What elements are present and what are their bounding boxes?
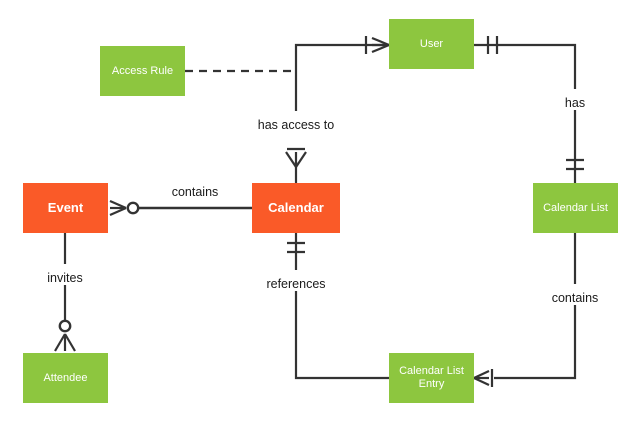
entity-calendar[interactable]: Calendar	[252, 183, 340, 233]
contains-event-calendar-text: contains	[171, 185, 219, 199]
invites-text: invites	[47, 271, 83, 285]
entity-user[interactable]: User	[389, 19, 474, 69]
entity-calendar-list-entry[interactable]: Calendar List Entry	[389, 353, 474, 403]
connector-calendar-references-lower	[294, 285, 389, 380]
relationship-label-has: has	[561, 96, 589, 110]
marker-calendar-list-entry-right-crowsfoot	[473, 370, 490, 386]
has-access-to-text: has access to	[257, 118, 335, 132]
entity-user-label: User	[419, 37, 444, 50]
relationship-label-contains-event-calendar: contains	[168, 185, 222, 199]
connector-calendarlist-entry-lower	[494, 299, 577, 380]
relationship-label-references: references	[263, 277, 329, 291]
relationship-label-contains-list-entry: contains	[548, 291, 602, 305]
has-text: has	[564, 96, 586, 110]
connector-has-access-to-upper	[294, 43, 389, 111]
marker-attendee-top-crowsfoot	[54, 333, 76, 352]
entity-event-label: Event	[47, 199, 84, 215]
relationship-label-has-access-to: has access to	[254, 118, 338, 132]
marker-event-right-circle	[126, 201, 140, 215]
entity-calendar-list[interactable]: Calendar List	[533, 183, 618, 233]
entity-attendee-label: Attendee	[43, 371, 88, 384]
contains-list-entry-text: contains	[551, 291, 599, 305]
connector-user-calendarlist-upper	[474, 43, 577, 89]
marker-event-right-crowsfoot	[109, 199, 127, 217]
relationship-label-invites: invites	[44, 271, 86, 285]
marker-attendee-top-circle	[58, 319, 72, 333]
marker-user-left-crowsfoot	[371, 36, 390, 54]
entity-access-rule-label: Access Rule	[111, 64, 174, 77]
references-text: references	[266, 277, 326, 291]
entity-calendar-label: Calendar	[268, 199, 324, 215]
entity-calendar-list-entry-label: Calendar List Entry	[399, 365, 464, 390]
entity-calendar-list-label: Calendar List	[543, 201, 608, 214]
marker-calendar-top-crowsfoot	[285, 151, 307, 168]
entity-attendee[interactable]: Attendee	[23, 353, 108, 403]
entity-event[interactable]: Event	[23, 183, 108, 233]
entity-access-rule[interactable]: Access Rule	[100, 46, 185, 96]
